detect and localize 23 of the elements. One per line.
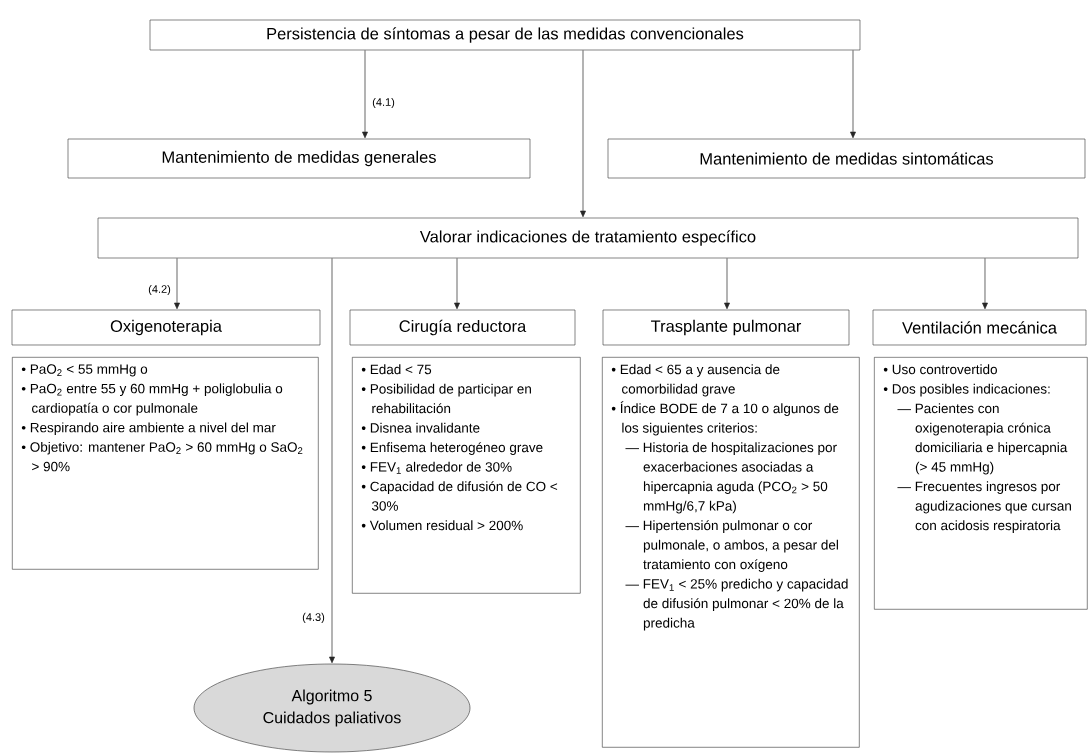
treatment-box: Oxigenoterapia [11, 309, 321, 346]
arrow [850, 49, 856, 139]
edge-label: (4.3) [302, 612, 325, 624]
criteria-box: • PaO$_{2}$ < 55 mmHg o • PaO$_{2}$ entre 55 y 60 mmHg + poliglobulia o cardiopatía o cor pulmonale • Respirando aire ambiente a nivel del mar • Objetivo: mantener PaO$_{2}$ > 60 mmHg o SaO$_{2}$ > 90% [12, 357, 319, 570]
process-box: Mantenimiento de medidas generales [67, 138, 531, 179]
process-box: Persistencia de síntomas a pesar de las medidas convencionales [149, 19, 861, 51]
treatment-box: Cirugía reductora [349, 309, 576, 346]
criteria-box: • Uso controvertido • Dos posibles indicaciones: — Pacientes con oxigenoterapia crónica domiciliaria e hipercapnia (> 45 mmHg) — Frecuentes ingresos por agudizaciones que cursan con acidosis respiratoria [874, 357, 1088, 610]
arrow [580, 49, 586, 218]
edge-label: (4.2) [148, 284, 171, 296]
treatment-box: Ventilación mecánica [872, 309, 1087, 346]
treatment-box: Trasplante pulmonar [602, 309, 850, 346]
arrow [454, 257, 460, 310]
arrow [724, 257, 730, 310]
criteria-box: • Edad < 75 • Posibilidad de participar en rehabilitación • Disnea invalidante • Enfisema heterogéneo grave • FEV$_{1}$ alrededor de 30% • Capacidad de difusión de CO < 30% • Volumen residual > 200% [352, 357, 581, 594]
arrow [982, 257, 988, 310]
arrow [329, 257, 335, 664]
edge-label: (4.1) [372, 97, 395, 109]
arrow [362, 49, 368, 139]
process-box: Valorar indicaciones de tratamiento específico [97, 217, 1079, 259]
criteria-box: • Edad < 65 a y ausencia de comorbilidad grave • Índice BODE de 7 a 10 o algunos de los siguientes criterios: — Historia de hospitalizaciones por exacerbaciones asociadas a hipercapnia aguda (PCO$_{2}$ > 50 mmHg/6,7 kPa) — Hipertensión pulmonar o cor pulmonale, o ambos, a pesar del tratamiento con oxígeno — FEV$_{1}$ < 25% predicho y capacidad de difusión pulmonar < 20% de la predicha [602, 357, 860, 748]
arrow [174, 257, 180, 310]
process-box: Mantenimiento de medidas sintomáticas [607, 138, 1086, 179]
